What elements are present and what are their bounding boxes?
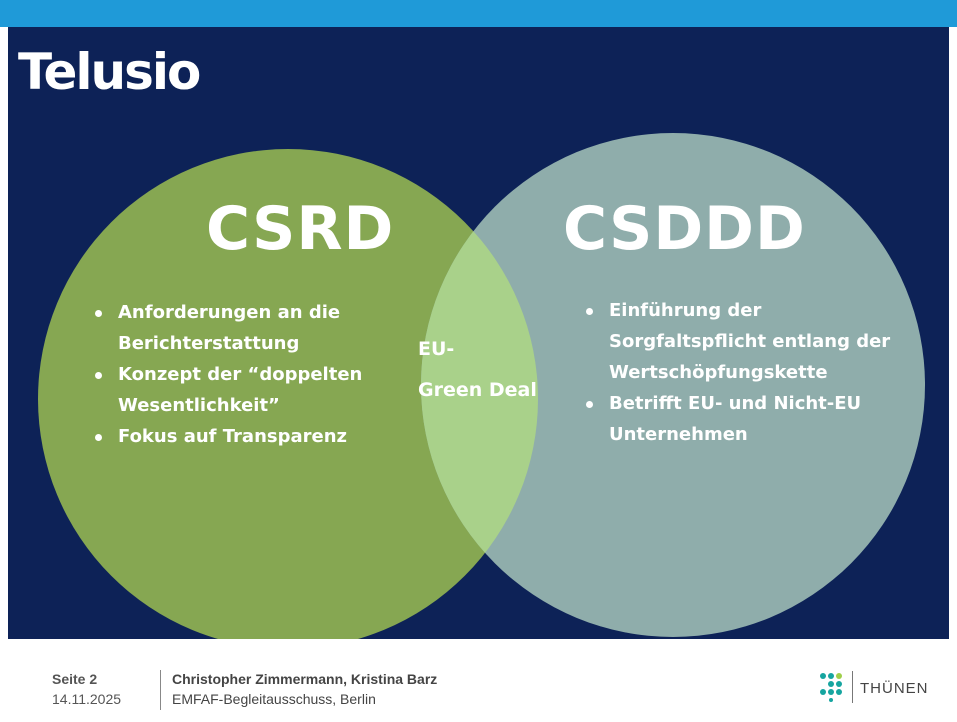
thuenen-logo-text: THÜNEN [860, 680, 929, 697]
csrd-bullet: Anforderungen an die Berichterstattung [92, 297, 412, 359]
telusio-logo: Telusio [18, 43, 201, 101]
footer-date: 14.11.2025 [52, 691, 122, 707]
footer-event: EMFAF-Begleitausschuss, Berlin [172, 691, 376, 707]
thuenen-dots-icon [820, 673, 842, 702]
thuenen-logo-divider [852, 671, 853, 703]
csddd-bullet: Einführung der Sorgfaltspflicht entlang … [583, 295, 923, 388]
intersection-label: EU- Green Deal [418, 329, 537, 411]
page-number: Seite 2 [52, 671, 98, 687]
footer-divider [160, 670, 161, 710]
footer-authors: Christopher Zimmermann, Kristina Barz [172, 671, 438, 687]
csddd-circle [421, 133, 925, 637]
csddd-title: CSDDD [563, 194, 806, 264]
intersection-line-2: Green Deal [418, 379, 537, 401]
csrd-title: CSRD [206, 194, 395, 264]
venn-diagram [38, 133, 925, 639]
thuenen-logo: THÜNEN [818, 667, 938, 707]
csrd-bullet-list: Anforderungen an die Berichterstattung K… [92, 297, 412, 452]
csddd-bullet-list: Einführung der Sorgfaltspflicht entlang … [583, 295, 923, 450]
csrd-bullet: Konzept der “doppelten Wesentlichkeit” [92, 359, 412, 421]
csddd-bullet: Betrifft EU- und Nicht-EU Unternehmen [583, 388, 923, 450]
slide-content: Telusio CSRD CSDDD Anforderungen an die … [8, 27, 949, 639]
intersection-line-1: EU- [418, 338, 455, 360]
csrd-circle [38, 149, 538, 639]
footer: Seite 2 14.11.2025 Christopher Zimmerman… [0, 639, 957, 722]
csrd-bullet: Fokus auf Transparenz [92, 421, 412, 452]
top-accent-bar [0, 0, 957, 27]
